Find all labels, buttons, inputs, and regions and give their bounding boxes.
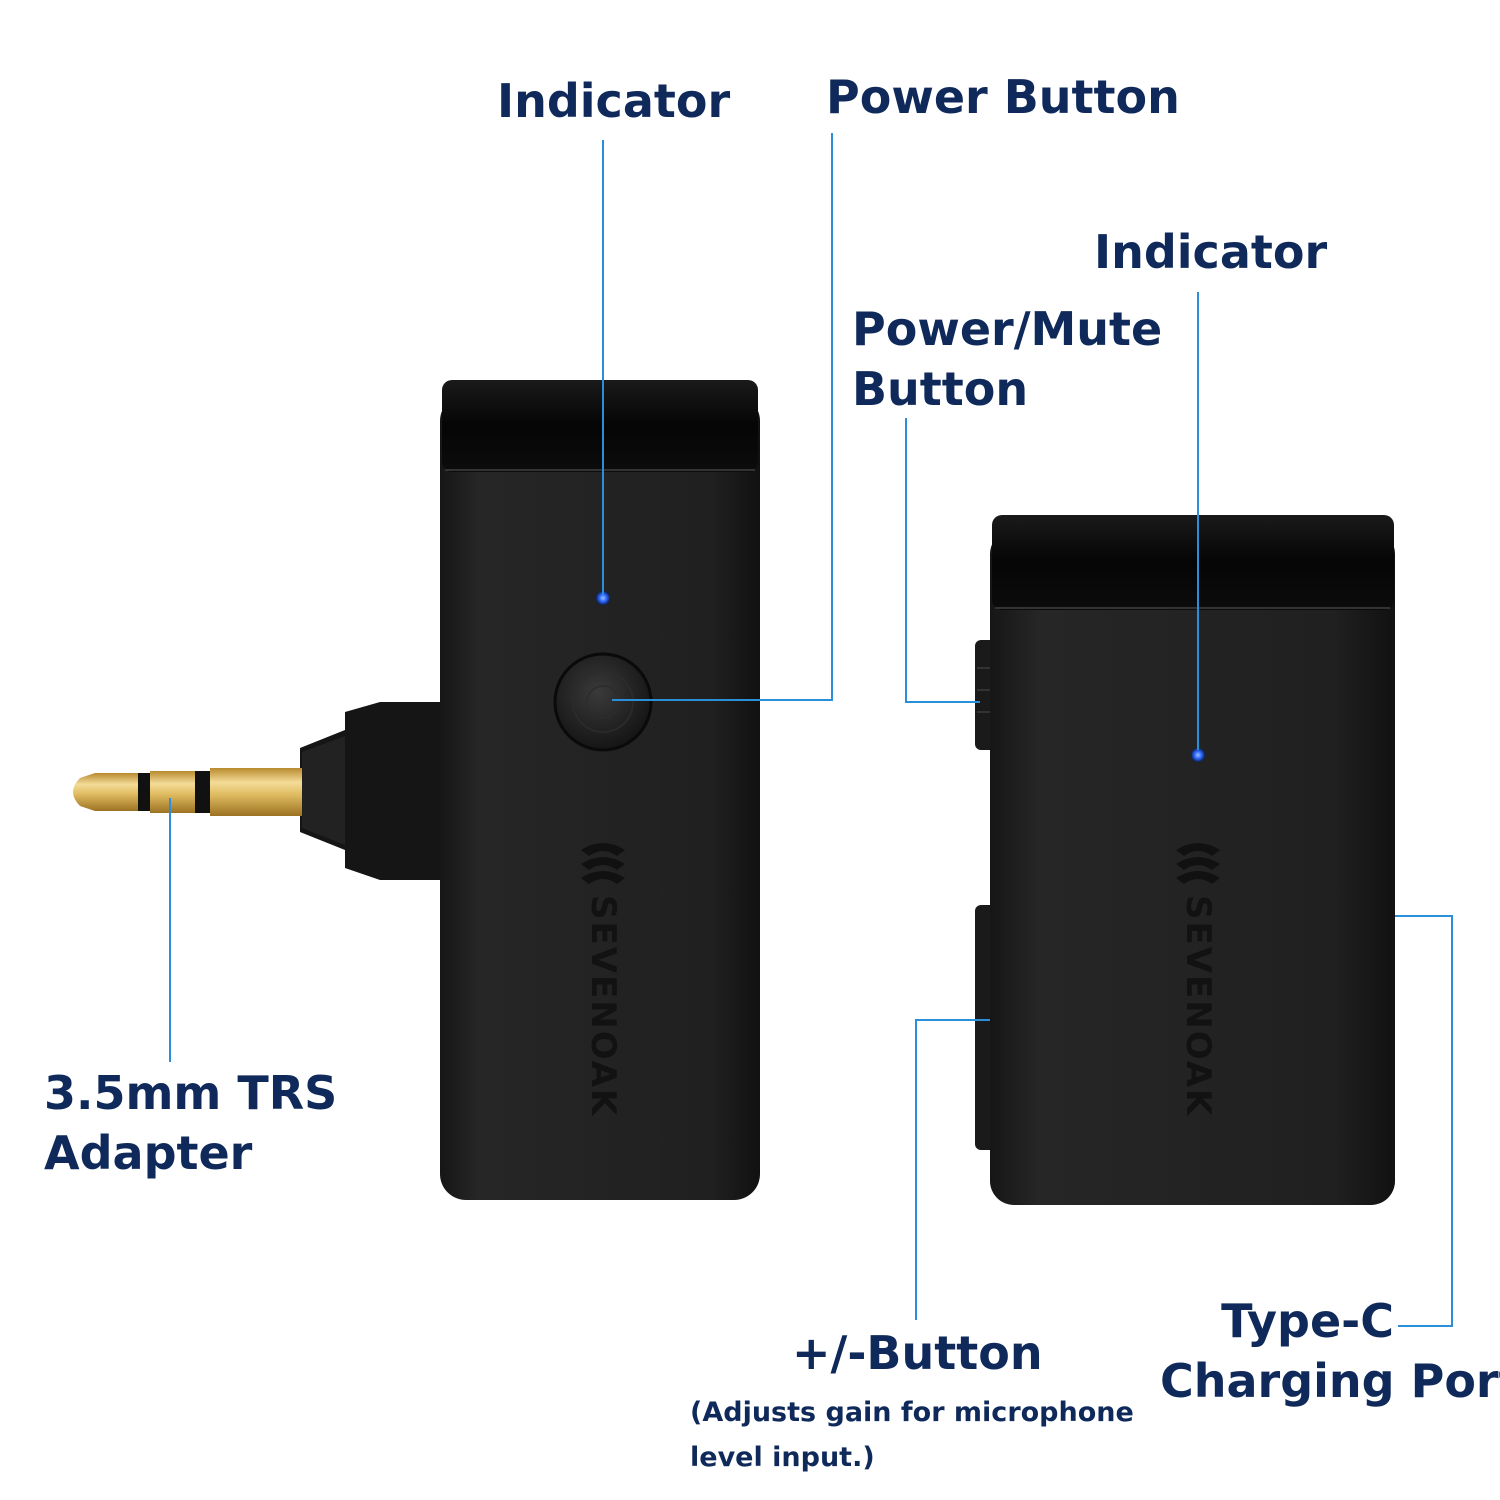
- transmitter-brand-text: SEVENOAK: [583, 895, 623, 1117]
- receiver-led: [1191, 748, 1205, 762]
- leader-charging-port: [1395, 915, 1453, 1327]
- sevenoak-logo: [1176, 843, 1220, 884]
- power-mute-line-1: Power/Mute: [852, 302, 1163, 356]
- transmitter-device: SEVENOAK: [73, 380, 760, 1200]
- leader-lines: [169, 133, 1453, 1327]
- receiver-cap: [992, 515, 1394, 610]
- label-transmitter-indicator: Indicator: [497, 74, 731, 128]
- transmitter-body: [440, 395, 760, 1200]
- receiver-brand-text: SEVENOAK: [1178, 895, 1218, 1117]
- trs-adapter-line-1: 3.5mm TRS: [44, 1066, 338, 1120]
- charging-port-line-2: Charging Port: [1160, 1353, 1500, 1408]
- label-trs-adapter: 3.5mm TRS Adapter: [44, 1064, 337, 1184]
- sevenoak-logo: [581, 843, 625, 884]
- receiver-device: SEVENOAK: [975, 515, 1395, 1205]
- trs-plug: [73, 702, 445, 880]
- power-mute-line-2: Button: [852, 361, 1029, 416]
- gain-note-line-2: level input.): [690, 1441, 875, 1473]
- label-plus-minus-button: +/-Button: [792, 1326, 1043, 1380]
- leader-plus-minus: [915, 1019, 990, 1320]
- transmitter-led: [596, 591, 610, 605]
- label-receiver-indicator: Indicator: [1094, 225, 1328, 279]
- leader-power-mute: [905, 418, 980, 703]
- receiver-body: [990, 530, 1395, 1205]
- charging-port-line-1: Type-C: [1221, 1294, 1394, 1348]
- label-power-mute-button: Power/Mute Button: [852, 300, 1162, 420]
- power-button[interactable]: [553, 652, 653, 752]
- gain-note-line-1: (Adjusts gain for microphone: [690, 1397, 1134, 1428]
- note-plus-minus-gain: (Adjusts gain for microphone level input…: [690, 1391, 1134, 1480]
- transmitter-cap: [442, 380, 758, 472]
- trs-adapter-line-2: Adapter: [44, 1125, 253, 1180]
- label-charging-port: Type-C Charging Port: [1160, 1292, 1500, 1412]
- leader-power-button: [612, 133, 833, 701]
- label-power-button: Power Button: [826, 70, 1180, 124]
